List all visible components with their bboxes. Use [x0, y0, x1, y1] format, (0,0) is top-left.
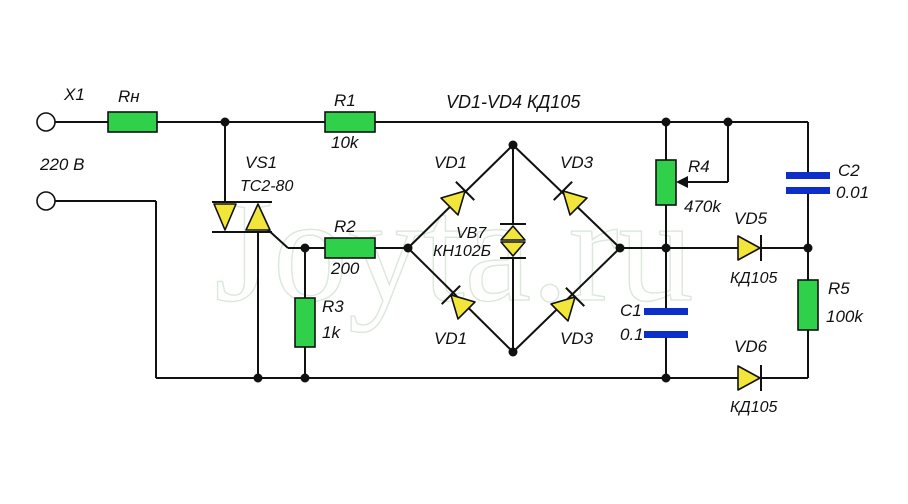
label-vd3-top: VD3: [560, 153, 594, 172]
label-c1: C1: [620, 301, 642, 320]
diode-vd3-bottom: [550, 287, 585, 322]
label-r4: R4: [688, 157, 710, 176]
diode-vd6: [737, 365, 762, 391]
terminal-x1-bottom: [36, 191, 56, 211]
terminal-x1-top: [36, 112, 56, 132]
junctions: [220, 117, 813, 383]
label-r3: R3: [322, 297, 344, 316]
label-r5-value: 100k: [826, 307, 864, 326]
label-r1: R1: [334, 91, 356, 110]
label-vb7-type: КН102Б: [433, 243, 491, 260]
resistor-r1: [324, 111, 376, 133]
label-rn: Rн: [118, 87, 140, 106]
label-c2-value: 0.01: [836, 183, 869, 202]
label-x1: X1: [63, 85, 85, 104]
label-vb7: VB7: [456, 225, 487, 242]
label-vd1-bottom: VD1: [434, 329, 467, 348]
resistor-r3: [294, 297, 316, 348]
diode-vd3-top: [553, 181, 588, 216]
label-r4-value: 470k: [684, 197, 722, 216]
label-vd3-bottom: VD3: [560, 329, 594, 348]
triac-vs1: [212, 201, 272, 233]
resistor-r4: [655, 159, 677, 206]
label-vd5-type: КД105: [730, 270, 777, 287]
label-supply: 220 В: [39, 155, 84, 174]
dinistor-vb7: [500, 223, 526, 259]
label-r2-value: 200: [330, 259, 360, 278]
capacitor-c1: [644, 308, 688, 338]
resistor-r5: [797, 279, 819, 331]
label-r5: R5: [828, 279, 850, 298]
diode-vd1-bottom: [441, 285, 476, 320]
label-r1-value: 10k: [331, 133, 360, 152]
diode-vd5: [737, 235, 762, 261]
label-bridge-title: VD1-VD4 КД105: [446, 92, 581, 112]
label-vd1-top: VD1: [434, 153, 467, 172]
label-vs1-type: ТС2-80: [240, 178, 293, 195]
label-c1-value: 0.1: [620, 325, 644, 344]
resistor-r2: [324, 237, 376, 259]
label-c2: C2: [838, 161, 860, 180]
label-r3-value: 1k: [322, 323, 341, 342]
label-r2: R2: [334, 217, 356, 236]
label-vd6-type: КД105: [730, 399, 777, 416]
r4-wiper-arrow: [676, 176, 688, 188]
labels: X1 220 В Rн R1 10k VD1-VD4 КД105 VS1 ТС2…: [39, 85, 869, 416]
label-vd6: VD6: [734, 337, 768, 356]
resistor-rn: [107, 111, 158, 133]
label-vs1: VS1: [245, 153, 277, 172]
label-vd5: VD5: [734, 209, 768, 228]
diode-vd1-top: [440, 181, 475, 216]
capacitor-c2: [786, 172, 830, 194]
